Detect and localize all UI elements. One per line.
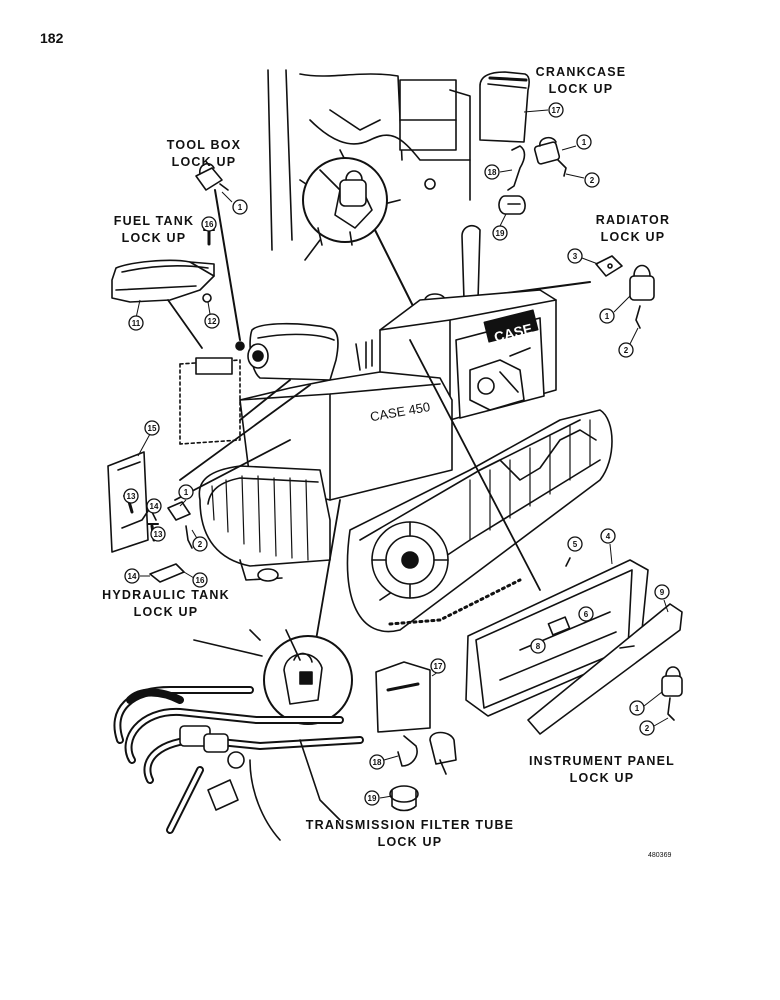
callout-19-trans: 19 <box>364 790 393 806</box>
radiator-lockup-label: RADIATOR LOCK UP <box>578 212 688 246</box>
crankcase-label-line2: LOCK UP <box>548 82 614 96</box>
svg-text:19: 19 <box>368 794 377 803</box>
callout-17-trans: 17 <box>430 658 446 677</box>
callout-9-panel: 9 <box>654 584 670 613</box>
svg-text:16: 16 <box>196 576 205 585</box>
callout-1-crankcase: 1 <box>561 134 592 151</box>
svg-text:2: 2 <box>198 540 203 549</box>
svg-text:17: 17 <box>552 106 561 115</box>
svg-text:3: 3 <box>573 252 578 261</box>
callout-8-panel: 8 <box>530 638 546 654</box>
transmission-lockup-label: TRANSMISSION FILTER TUBE LOCK UP <box>288 817 532 851</box>
fueltank-label-line2: LOCK UP <box>121 231 187 245</box>
svg-text:16: 16 <box>205 220 214 229</box>
crankcase-parts <box>479 71 567 215</box>
hydraulic-lockup-label: HYDRAULIC TANK LOCK UP <box>84 587 248 621</box>
callout-13-hydraulic-b: 13 <box>150 526 166 542</box>
callout-3-radiator: 3 <box>567 248 599 265</box>
radiator-label-line1: RADIATOR <box>595 213 671 227</box>
callout-1-radiator: 1 <box>599 295 631 324</box>
toolbox-label-line1: TOOL BOX <box>166 138 242 152</box>
callout-layer: 17 1 2 18 19 <box>123 102 670 806</box>
svg-text:12: 12 <box>208 317 217 326</box>
svg-text:18: 18 <box>488 168 497 177</box>
svg-text:15: 15 <box>148 424 157 433</box>
transmission-parts <box>113 499 457 841</box>
callout-17-crankcase: 17 <box>523 102 564 118</box>
callout-2-radiator: 2 <box>618 327 639 358</box>
toolbox-lockup-label: TOOL BOX LOCK UP <box>150 137 258 171</box>
fueltank-parts <box>111 229 215 349</box>
svg-text:1: 1 <box>184 488 189 497</box>
callout-2-crankcase: 2 <box>565 172 600 188</box>
svg-text:8: 8 <box>536 642 541 651</box>
callout-12-fuel: 12 <box>204 301 220 329</box>
callout-18-crankcase: 18 <box>484 164 513 180</box>
hydraulic-label-line2: LOCK UP <box>133 605 199 619</box>
toolbox-label-line2: LOCK UP <box>171 155 237 169</box>
svg-text:1: 1 <box>238 203 243 212</box>
svg-text:19: 19 <box>496 229 505 238</box>
hydraulic-label-line1: HYDRAULIC TANK <box>102 588 230 602</box>
callout-18-trans: 18 <box>369 754 399 770</box>
svg-text:17: 17 <box>434 662 443 671</box>
fueltank-lockup-label: FUEL TANK LOCK UP <box>100 213 208 247</box>
callout-13-hydraulic-a: 13 <box>123 488 139 504</box>
svg-text:18: 18 <box>373 758 382 767</box>
callout-15-hydraulic: 15 <box>137 420 160 457</box>
instrument-lockup-label: INSTRUMENT PANEL LOCK UP <box>512 753 692 787</box>
svg-text:9: 9 <box>660 588 665 597</box>
svg-text:13: 13 <box>127 492 136 501</box>
instrument-parts <box>409 339 683 735</box>
radiator-label-line2: LOCK UP <box>600 230 666 244</box>
svg-text:1: 1 <box>582 138 587 147</box>
svg-text:2: 2 <box>590 176 595 185</box>
svg-text:1: 1 <box>635 704 640 713</box>
svg-text:1: 1 <box>605 312 610 321</box>
transmission-label-line1: TRANSMISSION FILTER TUBE <box>305 818 515 832</box>
instrument-label-line2: LOCK UP <box>569 771 635 785</box>
svg-text:6: 6 <box>584 610 589 619</box>
svg-text:11: 11 <box>132 319 141 328</box>
callout-5-panel: 5 <box>567 536 583 552</box>
toolbox-lock <box>195 162 245 351</box>
callout-14-hydraulic-a: 14 <box>146 498 162 514</box>
engine-detail-top <box>267 69 471 251</box>
svg-text:2: 2 <box>624 346 629 355</box>
callout-1-toolbox: 1 <box>221 191 248 215</box>
callout-14-hydraulic-b: 14 <box>124 568 150 584</box>
magnifier-crankcase <box>302 157 421 321</box>
svg-text:14: 14 <box>150 502 159 511</box>
callout-4-panel: 4 <box>600 528 616 565</box>
fueltank-label-line1: FUEL TANK <box>113 214 195 228</box>
crankcase-lockup-label: CRANKCASE LOCK UP <box>516 64 646 98</box>
callout-6-panel: 6 <box>578 606 594 622</box>
svg-text:13: 13 <box>154 530 163 539</box>
svg-text:14: 14 <box>128 572 137 581</box>
svg-text:2: 2 <box>645 724 650 733</box>
svg-text:4: 4 <box>606 532 611 541</box>
callout-1-panel: 1 <box>629 691 663 716</box>
callout-16-fuel: 16 <box>201 216 217 232</box>
callout-1-hydraulic: 1 <box>178 484 194 507</box>
left-track <box>198 465 331 582</box>
callout-19-crankcase: 19 <box>492 213 508 241</box>
callout-2-hydraulic: 2 <box>191 529 208 552</box>
callout-11-fuel: 11 <box>128 299 144 331</box>
transmission-label-line2: LOCK UP <box>377 835 443 849</box>
right-track <box>346 409 613 633</box>
svg-text:5: 5 <box>573 540 578 549</box>
callout-2-panel: 2 <box>639 717 669 736</box>
crankcase-label-line1: CRANKCASE <box>535 65 627 79</box>
callout-16-hydraulic: 16 <box>183 571 208 588</box>
instrument-label-line1: INSTRUMENT PANEL <box>528 754 676 768</box>
page-number: 182 <box>40 30 64 46</box>
figure-id: 480369 <box>648 852 672 859</box>
